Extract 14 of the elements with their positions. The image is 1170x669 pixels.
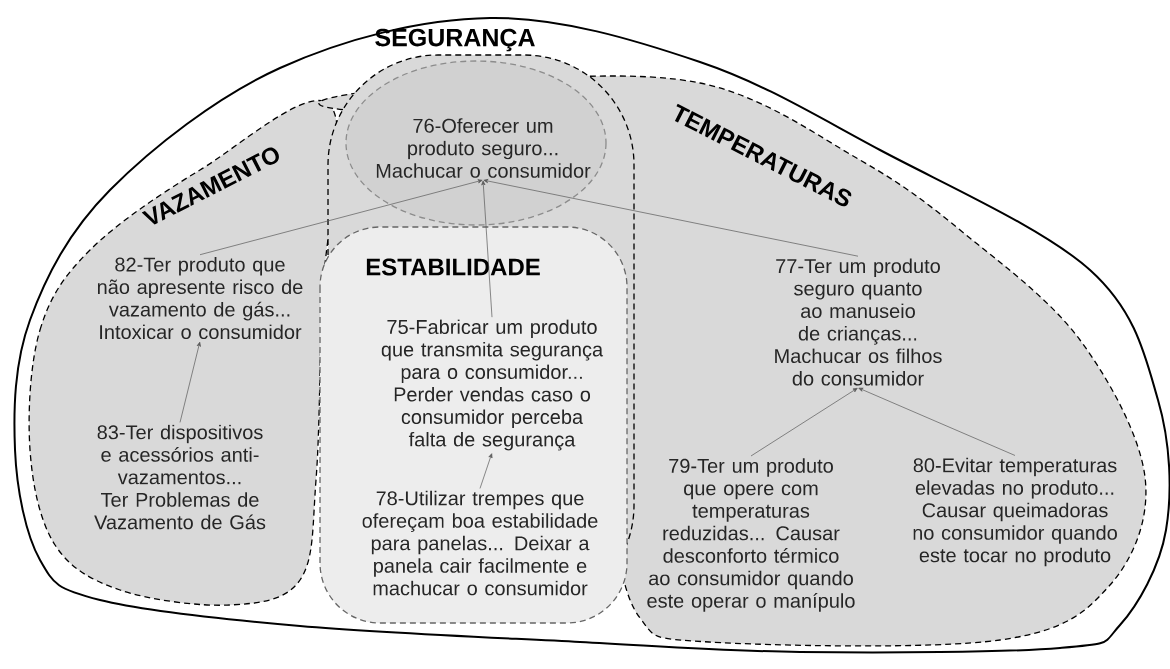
statement-text: 77-Ter um produto seguro quanto ao manuseio de crianças... Machucar os filhos do consumidor [775, 258, 942, 386]
statement-text: 80-Evitar temperaturas elevadas no produto... Causar queimadoras no consumidor quando este tocar no produto [913, 457, 1117, 567]
arrow [479, 453, 493, 489]
statement-text: 83-Ter dispositivos e acessórios anti-vazamentos... Ter Problemas de Vazamento de Gás [94, 424, 266, 530]
arrow [858, 387, 1016, 456]
statement-text: 78-Utilizar trempes que ofereçam boa estabilidade para panelas... Deixar a panela cair facilmente e machucar o consumidor [362, 490, 598, 596]
statement-text: 79-Ter um produto que opere com temperaturas reduzidas... Causar desconforto térmico ao consumidor quando este operar o manípulo [647, 458, 855, 612]
statement-text: 75-Fabricar um produto que transmita segurança para o consumidor... Perder vendas caso o consumidor perceba falta de segurança [381, 319, 604, 451]
arrow [199, 179, 483, 256]
arrow [481, 180, 493, 318]
arrow [179, 341, 201, 423]
arrow [483, 179, 859, 257]
arrow [750, 387, 858, 457]
statement-text: 82-Ter produto que não apresente risco de vazamento de gás... Intoxicar o consumidor [97, 256, 303, 340]
